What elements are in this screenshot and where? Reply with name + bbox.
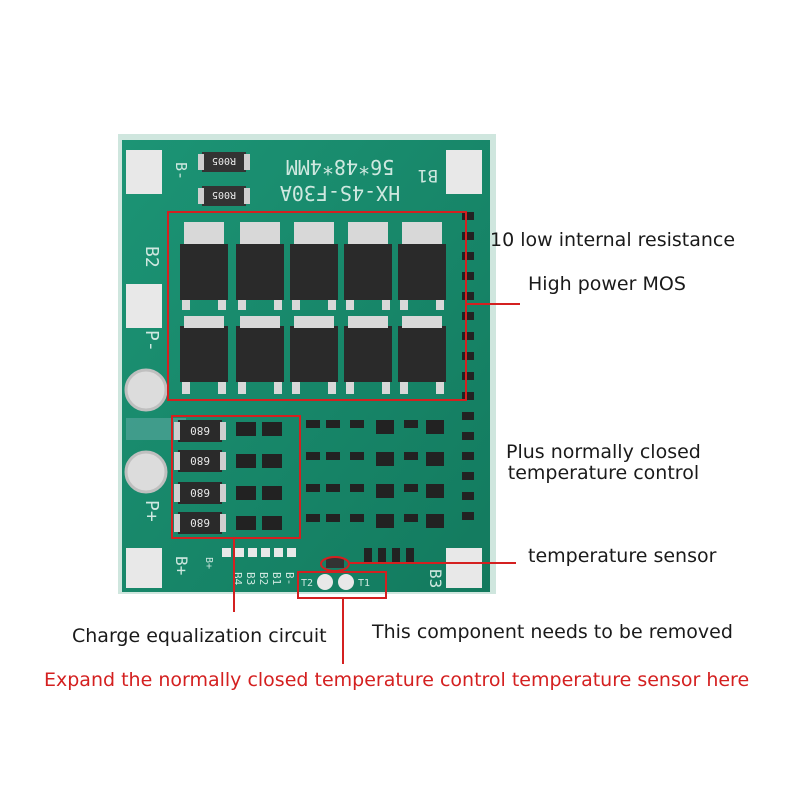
silk-b-minus: B- [172,162,190,180]
svg-text:R005: R005 [212,155,236,166]
connector-label-b2: B2 [257,572,270,585]
annotation-balance: Charge equalization circuit [72,625,327,647]
svg-text:680: 680 [190,486,210,499]
balance-ic-grid [236,420,444,562]
shunt-resistor: R005 [198,152,250,172]
silk-model: HX-4S-F30A [280,181,400,205]
thermistor-component [326,558,344,568]
mosfet-row-bottom [180,316,446,394]
annotation-temp-control: Plus normally closed temperature control [506,441,701,484]
balance-resistor: 680 [174,482,226,504]
pad-p-plus [124,450,168,494]
pad-b-plus [126,548,162,588]
pad-p-minus [124,368,168,412]
connector-label-b4: B4 [231,572,244,586]
pad-t1 [338,574,354,590]
silk-b-plus: B+ [172,556,191,575]
pad-b1 [446,150,482,194]
silk-size: 56*48*4MM [286,155,394,179]
pad-b-minus [126,150,162,194]
connector-label-b-minus: B- [283,572,296,585]
mos-highlight-box [167,211,520,401]
annotation-expand: Expand the normally closed temperature c… [44,669,750,691]
balance-resistor: 680 [174,420,226,442]
pad-b2 [126,284,162,328]
shunt-resistor: R005 [198,186,250,206]
silk-b1: B1 [418,165,438,185]
pad-t2 [317,574,333,590]
connector-label-b1: B1 [270,572,283,585]
svg-text:R005: R005 [212,189,236,200]
svg-text:680: 680 [190,454,210,467]
balance-resistor: 680 [174,512,226,534]
silk-b3: B3 [426,569,445,588]
balance-highlight-box [171,415,301,612]
silk-b2: B2 [141,246,162,268]
annotation-mos-type: High power MOS [528,273,686,295]
t-pads-highlight-box [297,571,387,664]
svg-text:680: 680 [190,424,210,437]
balance-resistor: 680 [174,450,226,472]
pad-b3 [446,548,482,588]
connector-label-b-plus: B+ [203,557,214,569]
resistor-column [462,212,474,520]
silk-p-minus: P- [141,330,162,352]
balance-connector [222,548,296,557]
annotation-temp-sensor: temperature sensor [528,545,717,567]
silk-t1: T1 [358,578,370,589]
silk-t2: T2 [301,578,313,589]
annotation-remove: This component needs to be removed [372,621,733,643]
mosfet-row-top [180,222,446,310]
annotation-mos-count: 10 low internal resistance [490,229,736,251]
connector-label-b3: B3 [244,572,257,585]
silk-p-plus: P+ [141,500,162,522]
svg-text:680: 680 [190,516,210,529]
